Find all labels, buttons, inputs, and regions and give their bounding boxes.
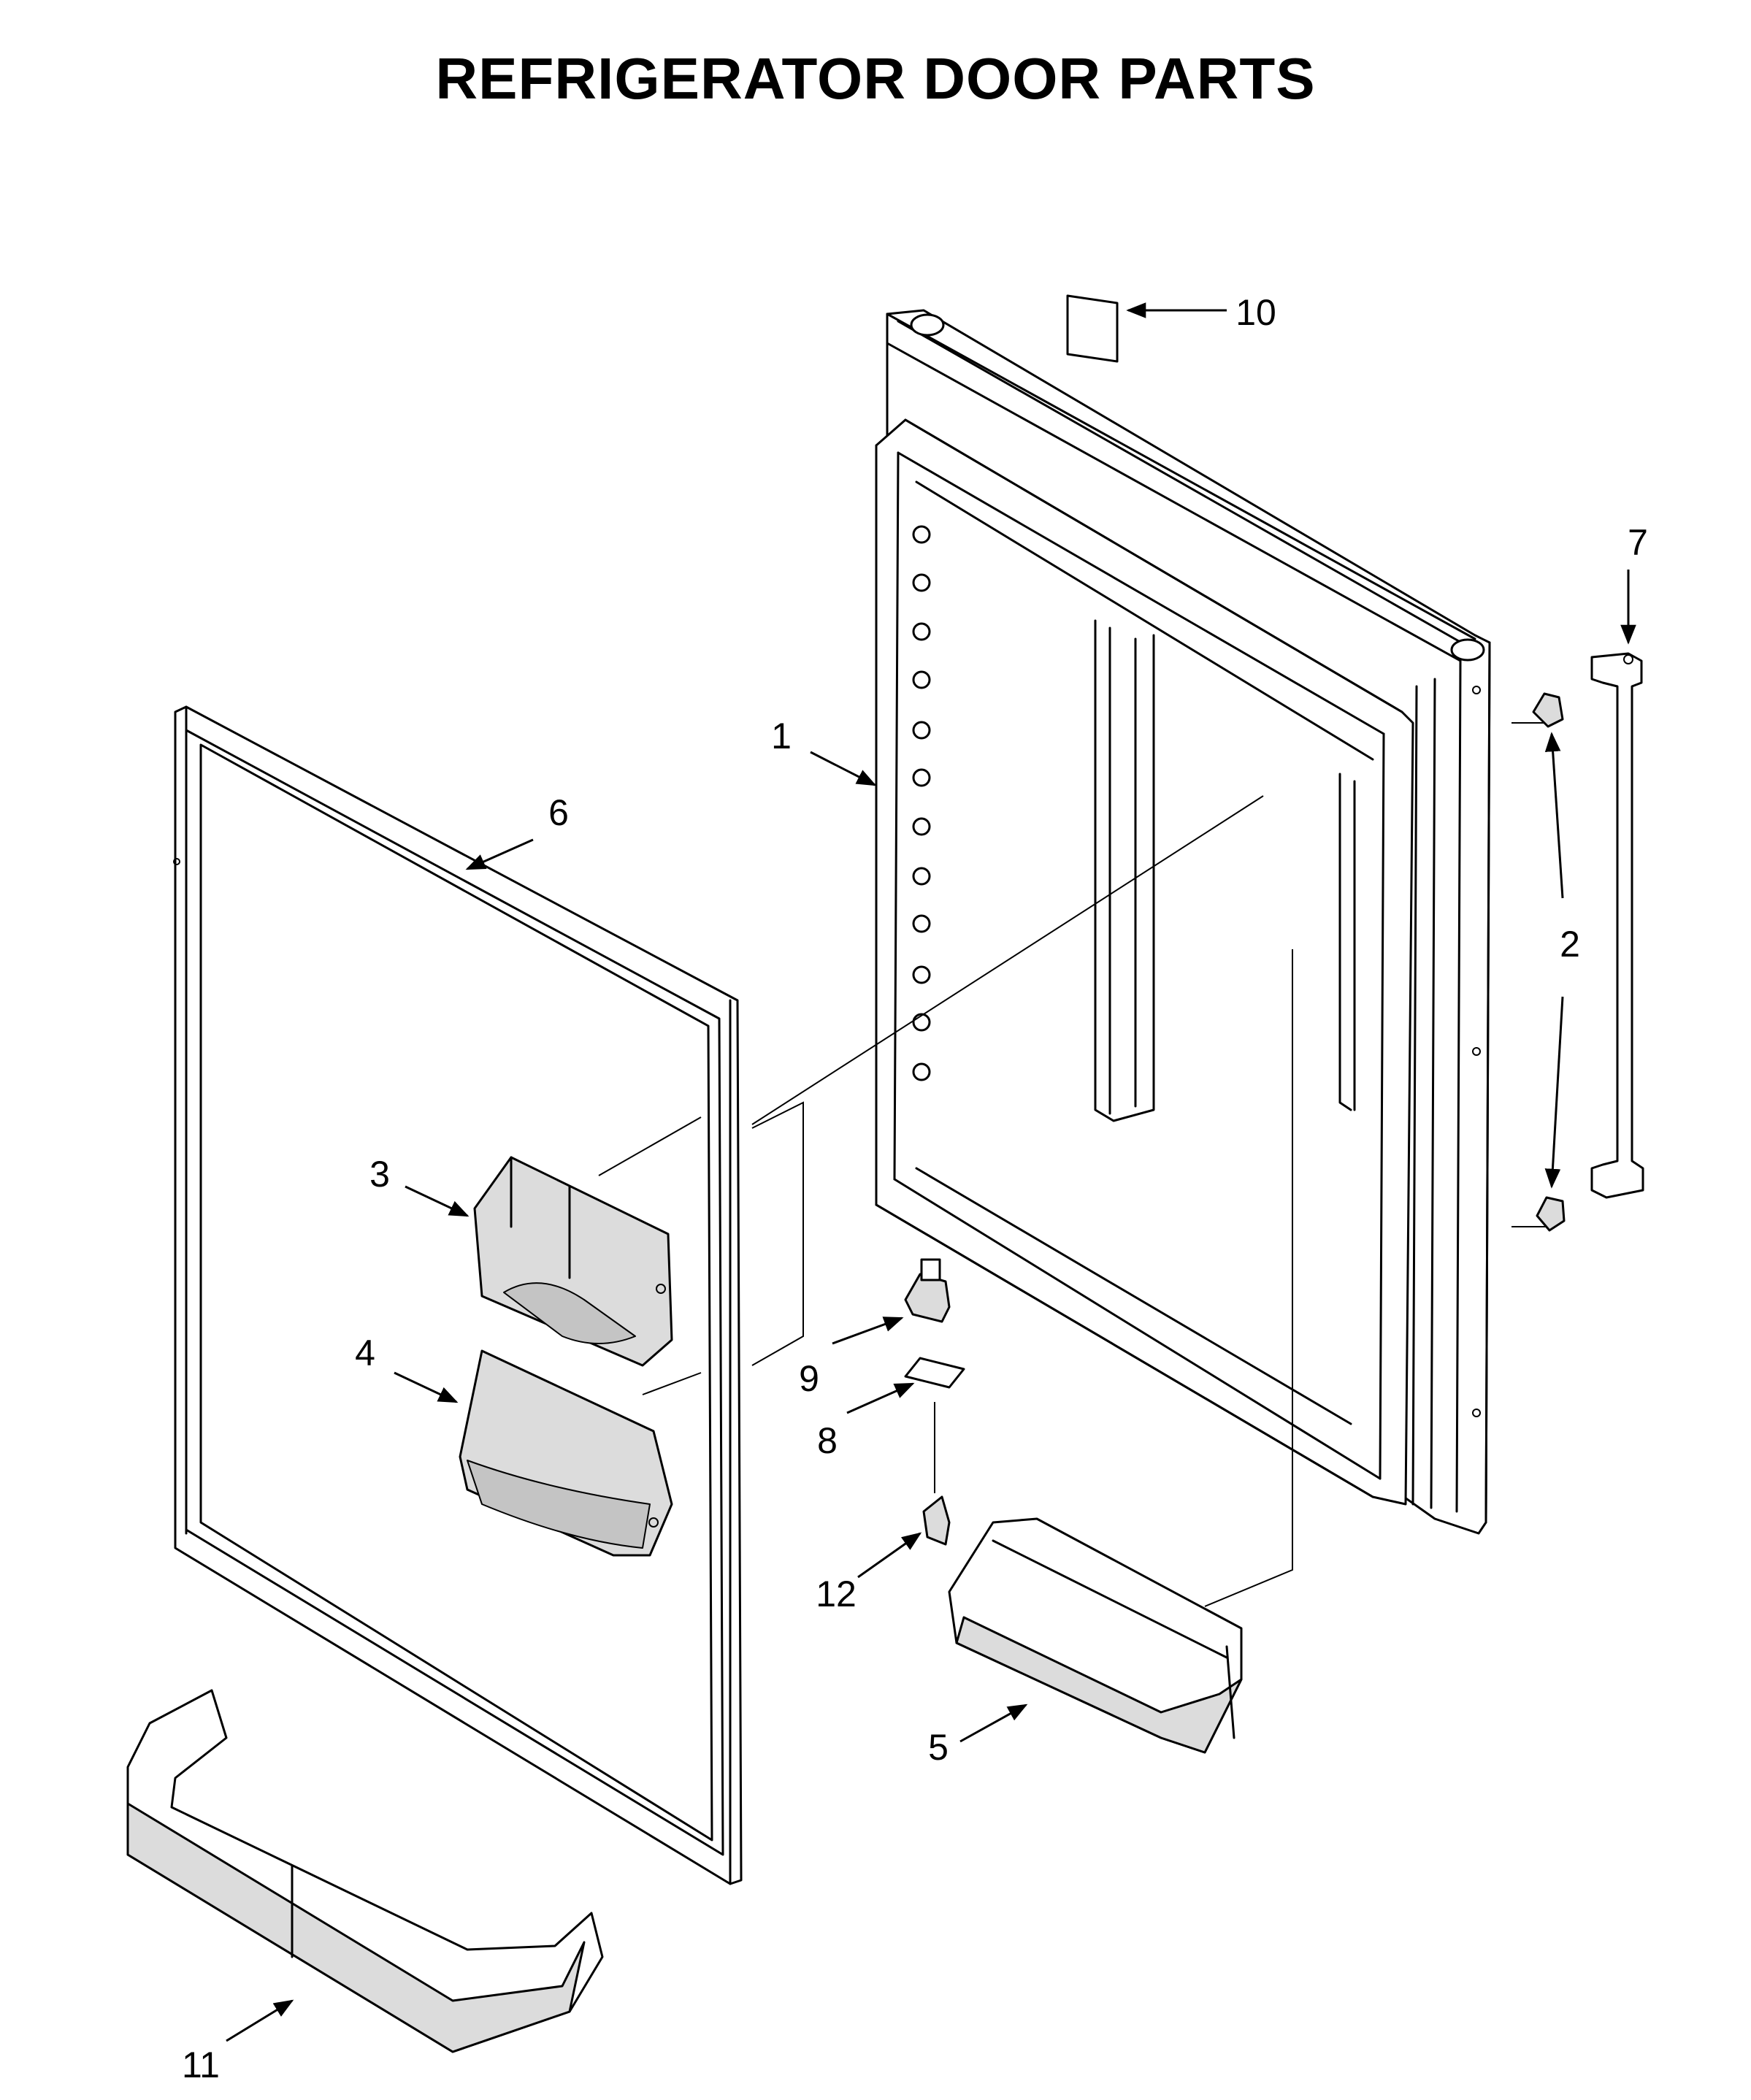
- callout-labels: 1 2 3 4 5 6 7 8 9 10 11 12: [182, 292, 1648, 2085]
- callout-7: 7: [1628, 522, 1648, 563]
- callout-9: 9: [799, 1358, 819, 1399]
- part-1-door-liner: [875, 309, 1491, 1535]
- callout-6: 6: [548, 792, 569, 833]
- shelf-peg-column: [912, 525, 931, 1081]
- part-11-door-bin: [126, 1689, 604, 2053]
- callout-3: 3: [369, 1154, 390, 1195]
- part-7-door-handle: [1590, 652, 1644, 1199]
- callout-4: 4: [355, 1333, 375, 1373]
- part-4-dairy-bin: [459, 1349, 673, 1557]
- assembly-guide-lines: [598, 722, 1548, 1607]
- callout-2: 2: [1560, 924, 1580, 965]
- callout-11: 11: [182, 2045, 220, 2085]
- part-2-hinge-pins: [1532, 692, 1566, 1232]
- callout-10: 10: [1235, 292, 1276, 333]
- part-9-door-closer-cam: [904, 1258, 951, 1323]
- part-6-door-gasket: [173, 705, 743, 1885]
- part-3-dairy-door: [473, 1156, 673, 1367]
- diagram-title: REFRIGERATOR DOOR PARTS: [435, 46, 1315, 111]
- callout-8: 8: [817, 1420, 838, 1461]
- callout-arrows: [226, 302, 1636, 2042]
- part-10-label-plate: [1066, 294, 1119, 363]
- part-8-bracket: [904, 1357, 965, 1389]
- callout-12: 12: [816, 1574, 857, 1614]
- callout-1: 1: [771, 716, 792, 756]
- callout-5: 5: [928, 1727, 949, 1768]
- part-12-screw: [922, 1495, 951, 1546]
- part-5-door-bin: [948, 1517, 1243, 1754]
